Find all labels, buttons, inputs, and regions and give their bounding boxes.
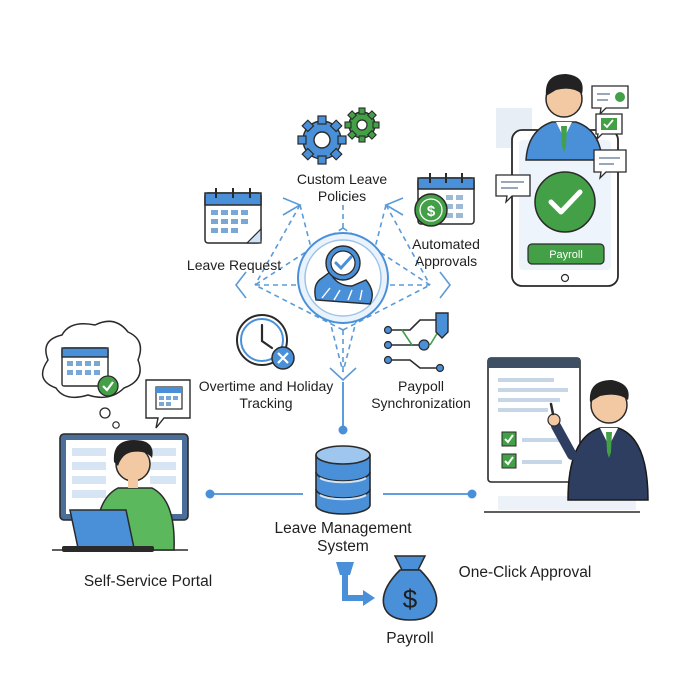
clock-icon xyxy=(236,314,295,370)
star-chevrons xyxy=(234,197,452,382)
calendar-icon xyxy=(204,188,262,244)
one-click-approval-label: One-Click Approval xyxy=(458,564,592,581)
payroll-label: Payroll xyxy=(386,630,434,647)
money-bag-dollar-glyph: $ xyxy=(403,584,418,614)
approval-dollar-glyph: $ xyxy=(427,203,436,220)
feature-payroll-synchronization: Paypoll Synchronization xyxy=(371,378,471,411)
system-connectors xyxy=(205,489,477,499)
flow-arrow-icon xyxy=(336,562,375,606)
phone-payroll-button[interactable] xyxy=(527,243,605,265)
database-icon xyxy=(315,445,371,515)
self-service-portal-label: Self-Service Portal xyxy=(83,573,213,590)
feature-leave-request: Leave Request xyxy=(186,257,282,273)
laptop-icon xyxy=(62,509,154,552)
chat-bubbles xyxy=(495,85,629,204)
hub-emblem xyxy=(297,232,389,324)
gear-icon xyxy=(297,107,380,165)
feature-automated-approvals: Automated Approvals xyxy=(412,236,480,269)
thought-bubble xyxy=(41,320,142,429)
calendar-chat-bubble xyxy=(145,379,191,429)
approver-avatar xyxy=(547,380,649,501)
feature-custom-leave-policies: Custom Leave Policies xyxy=(296,171,388,204)
circuit-sync-icon xyxy=(383,312,449,373)
mobile-phone: Payroll xyxy=(496,108,619,287)
feature-overtime-holiday-tracking: Overtime and Holiday Tracking xyxy=(198,378,334,411)
db-node-dot xyxy=(338,425,348,435)
phone-user-avatar xyxy=(525,74,603,161)
money-bag-icon: $ xyxy=(382,555,438,621)
leave-management-system-label: Leave Management System xyxy=(274,520,412,555)
approval-calendar-icon: $ xyxy=(414,173,475,227)
phone-payroll-button-label: Payroll xyxy=(549,249,583,261)
hub-connectors xyxy=(254,195,431,373)
